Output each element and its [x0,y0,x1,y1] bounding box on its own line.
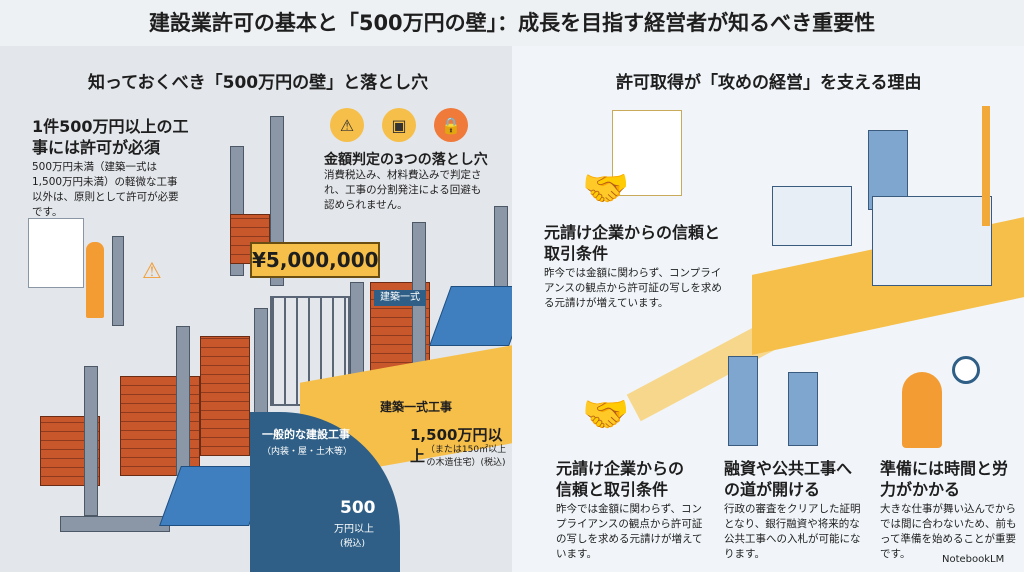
left-heading: 知っておくべき「500万円の壁」と落とし穴 [88,73,429,93]
certificate-icon [612,110,682,196]
box-icon: ▣ [382,108,416,142]
handshake-icon: 🤝 [582,166,630,210]
card-title: 融資や公共工事への道が開ける [724,459,853,499]
page-title: 建設業許可の基本と「500万円の壁」：成長を目指す経営者が知るべき重要性 [0,0,1024,46]
pitfalls-body: 消費税込み、材料費込みで判定され、工事の分割発注による回避も認められません。 [324,169,482,211]
left-panel: 知っておくべき「500万円の壁」と落とし穴 1件500万円以上の工事には許可が必… [0,46,531,572]
yellow-road-label: 建築一式工事 [380,400,453,414]
pitfalls-title: 金額判定の3つの落とし穴 [324,152,488,168]
blue-road-label: 一般的な建設工事 [262,428,350,441]
card-body: 昨今では金額に関わらず、コンプライアンスの観点から許可証の写しを求める元請けが増… [556,503,703,560]
worker-icon [902,372,942,448]
top-block-title: 元請け企業からの信頼と取引条件 [544,223,721,263]
requirement-title: 1件500万円以上の工事には許可が必須 [32,117,189,157]
card-title: 元請け企業からの信頼と取引条件 [556,459,685,499]
card-body: 大きな仕事が舞い込んでからでは間に合わないため、前もって準備を始めることが重要で… [880,503,1017,560]
yellow-road-note: （または150㎡以上の木造住宅）(税込) [425,445,507,468]
worker-icon [86,242,104,318]
steel-beam [176,326,190,476]
steel-beam [84,366,98,516]
document-warning-icon: ⚠ [330,108,364,142]
bank-building-icon [772,186,852,246]
yellow-road-amount: 1,500万円以上 [410,426,503,465]
card-body: 行政の審査をクリアした証明となり、銀行融資や将来的な公共工事への入札が可能になり… [724,503,861,560]
requirement-body: 500万円未満（建築一式は1,500万円未満）の軽微な工事以外は、原則として許可… [32,161,179,218]
lock-icon: 🔒 [434,108,468,142]
steel-beam [60,516,170,532]
checklist-board-icon [28,218,84,288]
blue-road-amount: 500 [340,498,376,518]
card-title: 準備には時間と労力がかかる [880,459,1009,499]
right-panel: 許可取得が「攻めの経営」を支える理由 🤝 元請け企業からの信頼と取引条件 昨今で… [512,46,1024,572]
crane-icon [982,106,990,226]
blue-road-sub: （内装・屋・土木等） [262,447,353,457]
steel-beam [112,236,124,326]
blue-road-tax: (税込) [340,539,366,549]
blue-road-unit: 万円以上 [334,524,374,535]
top-block-body: 昨今では金額に関わらず、コンプライアンスの観点から許可証の写しを求める元請けが増… [544,267,722,309]
price-sign: ¥5,000,000 [250,242,380,278]
handshake-certificate-icon: 🤝 [582,392,630,436]
warning-sign-icon: ⚠ [142,259,162,284]
stopwatch-icon [952,356,980,384]
brand-logo: NotebookLM [942,554,1005,565]
right-heading: 許可取得が「攻めの経営」を支える理由 [616,73,922,93]
buildings-icon [788,372,818,446]
brick-wall [200,336,250,456]
gate-label: 建築一式 [374,290,426,306]
buildings-icon [728,356,758,446]
government-building-icon [872,196,992,286]
